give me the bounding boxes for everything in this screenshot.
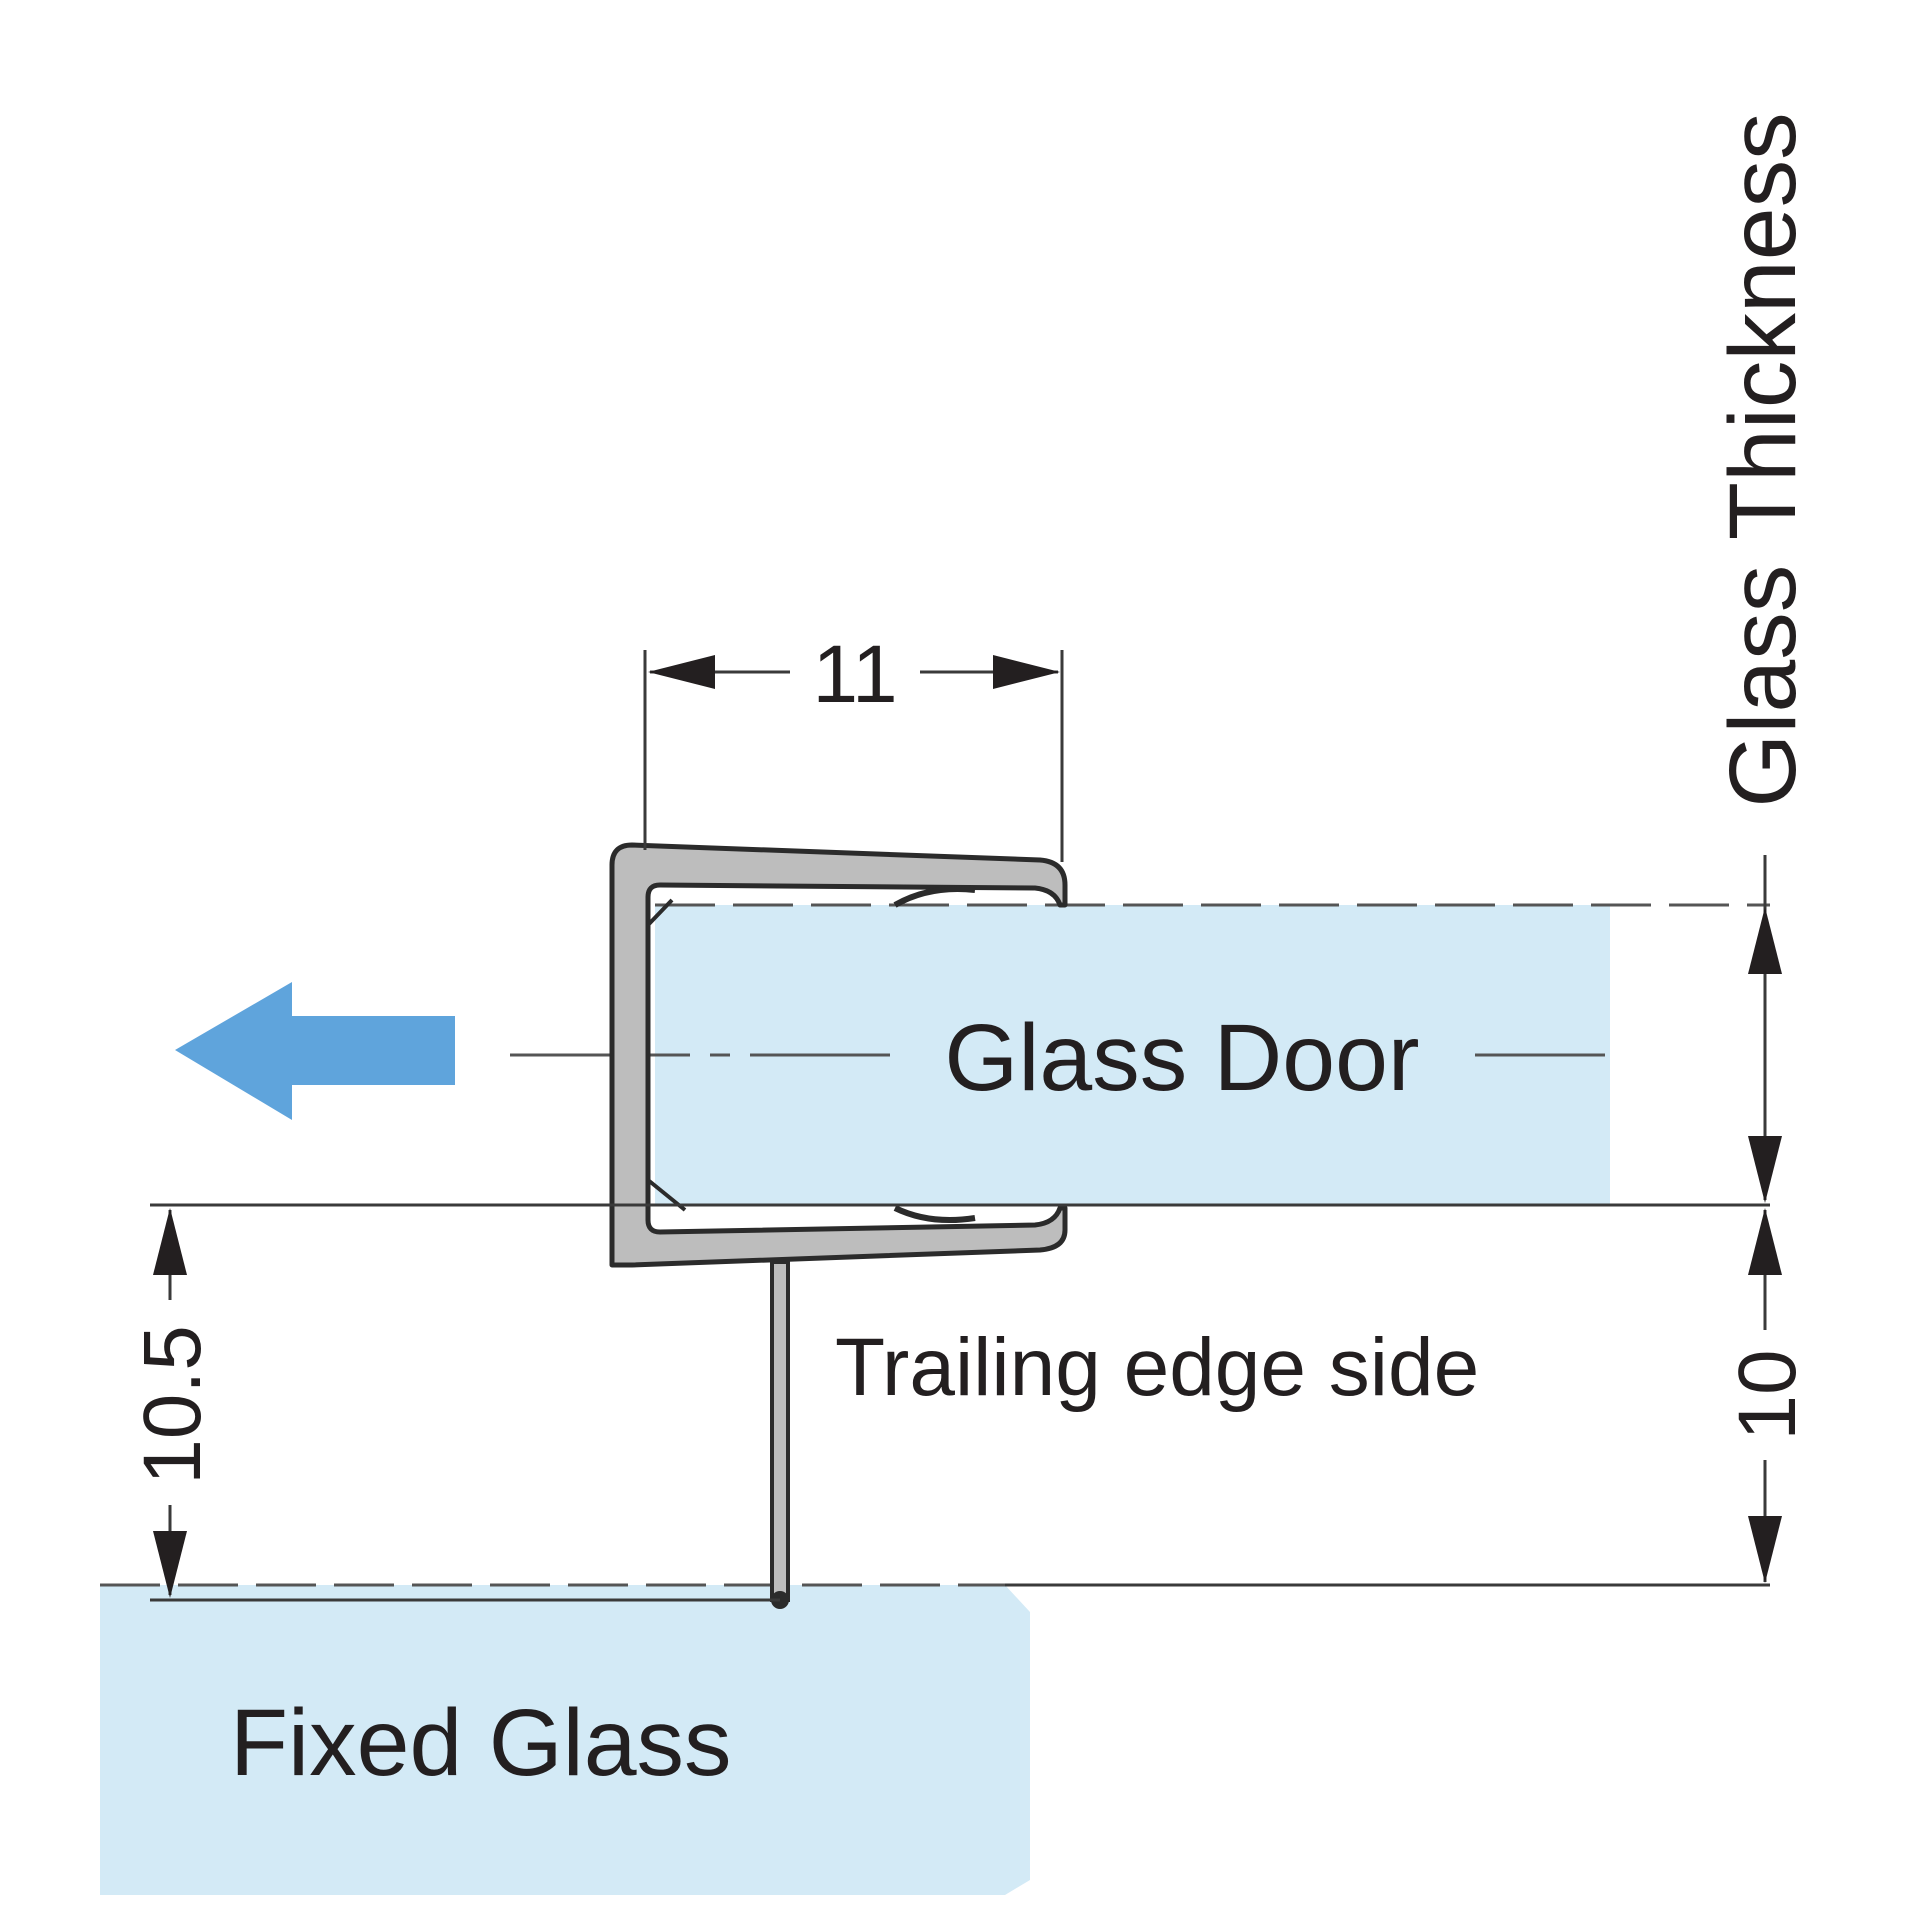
glass-thickness-arrowhead-bottom xyxy=(1748,1136,1782,1203)
dim-10-value: 10 xyxy=(1722,1349,1813,1440)
dim-10-arrowhead-bottom xyxy=(1748,1516,1782,1583)
glass-door-label-bg xyxy=(895,1010,1470,1105)
dim-10-5-value: 10.5 xyxy=(127,1325,218,1485)
seal-fin xyxy=(770,1260,790,1602)
glass-door-label: Glass Door xyxy=(944,1005,1419,1111)
fixed-glass-label: Fixed Glass xyxy=(230,1690,732,1796)
dim-10-5-label-bg xyxy=(135,1300,205,1505)
dim-10-5-arrowhead-top xyxy=(153,1208,187,1275)
profile-chamfer-top xyxy=(646,898,674,927)
dim-10-label-bg xyxy=(1728,1330,1802,1460)
dim-10-5-arrowhead-bottom xyxy=(153,1531,187,1598)
arrow-left-icon xyxy=(175,982,455,1120)
fixed-glass-panel xyxy=(100,1585,1030,1895)
dim-11-arrowhead-right xyxy=(993,655,1060,689)
dim-11-value: 11 xyxy=(812,629,897,720)
u-channel-profile xyxy=(609,842,1068,1268)
trailing-edge-side-label: Trailing edge side xyxy=(835,1322,1479,1413)
glass-thickness-arrowhead-top xyxy=(1748,907,1782,974)
glass-thickness-label: Glass Thickness xyxy=(1710,112,1816,807)
dim-11-arrowhead-left xyxy=(648,655,715,689)
seal-lip-top xyxy=(893,886,976,908)
dim-10-arrowhead-top xyxy=(1748,1208,1782,1275)
seal-lip-bottom xyxy=(893,1205,976,1224)
